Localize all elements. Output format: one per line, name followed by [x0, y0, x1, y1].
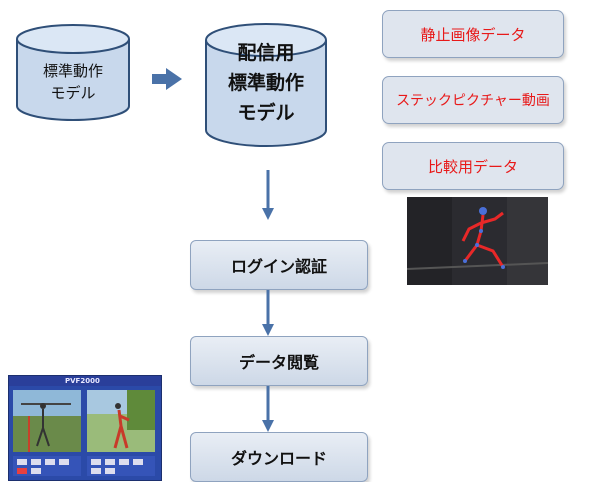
data-item-still-image: 静止画像データ: [382, 10, 564, 58]
down-arrow-icon: [262, 386, 274, 432]
app-screen-image: [13, 390, 155, 476]
app-screenshot: PVF2000: [8, 375, 162, 481]
step-login: ログイン認証: [190, 240, 368, 290]
down-arrow-icon: [262, 170, 274, 220]
stick-picture-thumbnail: [407, 197, 548, 285]
step-view-data: データ閲覧: [190, 336, 368, 386]
right-arrow-icon: [152, 68, 182, 90]
stick-figure-image: [407, 197, 548, 285]
app-title: PVF2000: [65, 377, 100, 385]
delivery-model-cylinder: 配信用 標準動作 モデル: [203, 20, 329, 150]
down-arrow-icon: [262, 290, 274, 336]
step-label: データ閲覧: [238, 353, 319, 372]
delivery-model-line1: 配信用: [237, 42, 295, 64]
step-label: ログイン認証: [230, 257, 327, 276]
step-download: ダウンロード: [190, 432, 368, 482]
cylinder-shape: [16, 24, 130, 121]
cylinder-shape: [205, 23, 327, 147]
data-item-label: 静止画像データ: [420, 25, 526, 44]
data-item-stick-picture: ステックピクチャー動画: [382, 76, 564, 124]
data-item-label: ステックピクチャー動画: [396, 93, 550, 109]
data-item-label: 比較用データ: [427, 157, 518, 176]
source-model-cylinder: 標準動作 モデル: [14, 22, 132, 122]
step-label: ダウンロード: [230, 449, 327, 468]
source-model-line1: 標準動作: [42, 62, 103, 80]
source-model-line2: モデル: [50, 84, 96, 102]
app-titlebar: PVF2000: [9, 376, 161, 386]
data-item-comparison: 比較用データ: [382, 142, 564, 190]
delivery-model-line3: モデル: [237, 102, 295, 124]
delivery-model-line2: 標準動作: [227, 72, 304, 94]
